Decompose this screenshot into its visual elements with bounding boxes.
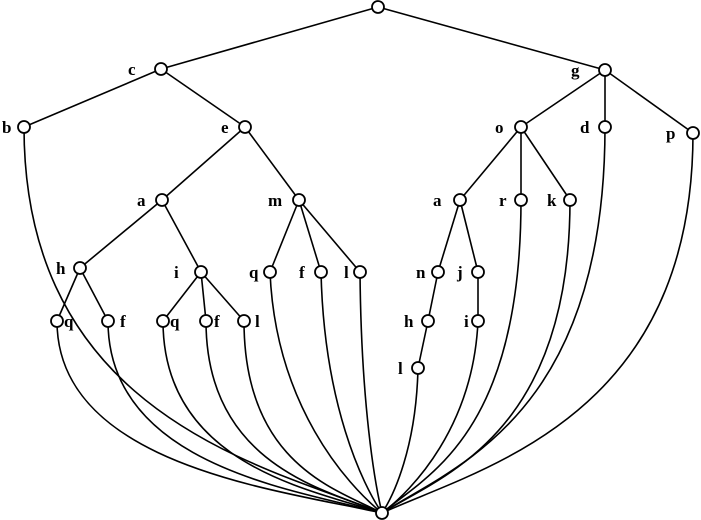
node-q2 xyxy=(156,314,170,328)
label-a1: a xyxy=(137,191,146,210)
edge-e-a1 xyxy=(161,126,246,201)
edge-i1-l1 xyxy=(200,271,245,322)
label-p: p xyxy=(666,124,675,143)
node-q3 xyxy=(263,265,277,279)
node-f2 xyxy=(199,314,213,328)
edge-r-bottom xyxy=(381,199,522,514)
label-q1: q xyxy=(64,312,74,331)
edge-a1-h1 xyxy=(79,199,163,269)
label-i1: i xyxy=(174,263,179,282)
edge-g-o xyxy=(520,69,606,128)
edge-l2-bottom xyxy=(359,271,383,514)
edge-f2-bottom xyxy=(205,320,383,514)
label-r: r xyxy=(499,191,507,210)
label-i2: i xyxy=(464,312,469,331)
label-j: j xyxy=(456,263,463,282)
node-c xyxy=(154,62,168,76)
label-n: n xyxy=(416,263,426,282)
node-m xyxy=(292,193,306,207)
node-h1 xyxy=(73,261,87,275)
node-h2 xyxy=(421,314,435,328)
node-root xyxy=(371,0,385,14)
edge-d-bottom xyxy=(381,126,606,514)
edge-f3-bottom xyxy=(320,271,383,514)
label-l1: l xyxy=(255,312,260,331)
node-e xyxy=(238,120,252,134)
edge-o-k xyxy=(520,126,571,201)
labels: c b e a m h i q f q f l q f l g o d p a r k n j h i l xyxy=(2,60,675,378)
edge-h1-f1 xyxy=(79,267,109,322)
edge-g-p xyxy=(604,69,694,134)
node-l1 xyxy=(237,314,251,328)
node-a2 xyxy=(453,193,467,207)
node-i1 xyxy=(194,265,208,279)
label-l2: l xyxy=(344,263,349,282)
label-b: b xyxy=(2,118,11,137)
node-g xyxy=(598,63,612,77)
edge-e-m xyxy=(244,126,300,201)
node-bottom xyxy=(375,506,389,520)
edge-a1-i1 xyxy=(161,199,202,273)
label-k: k xyxy=(547,191,557,210)
edge-m-f3 xyxy=(298,199,322,273)
edge-p-bottom xyxy=(381,132,694,514)
edge-q3-bottom xyxy=(269,271,383,514)
edge-i1-f2 xyxy=(200,271,207,322)
edge-a2-n xyxy=(437,199,461,273)
label-g: g xyxy=(571,61,580,80)
label-l3: l xyxy=(398,359,403,378)
edge-m-l2 xyxy=(298,199,361,273)
label-f1: f xyxy=(120,312,126,331)
label-h1: h xyxy=(56,259,66,278)
label-m: m xyxy=(268,191,282,210)
node-d xyxy=(598,120,612,134)
edge-h2-l3 xyxy=(417,320,429,369)
edge-k-bottom xyxy=(381,199,571,514)
label-c: c xyxy=(128,60,136,79)
edge-q2-bottom xyxy=(162,320,383,514)
node-b xyxy=(17,120,31,134)
edge-root-g xyxy=(377,6,606,71)
node-p xyxy=(686,126,700,140)
label-d: d xyxy=(580,118,590,137)
label-q2: q xyxy=(170,312,180,331)
node-q1 xyxy=(50,314,64,328)
node-a1 xyxy=(155,193,169,207)
edge-root-c xyxy=(160,6,379,70)
edge-l3-bottom xyxy=(381,367,419,514)
node-f3 xyxy=(314,265,328,279)
edge-h1-q1 xyxy=(56,267,81,322)
edge-n-h2 xyxy=(427,271,439,322)
edge-f1-bottom xyxy=(107,320,383,514)
label-f3: f xyxy=(299,263,305,282)
edge-q1-bottom xyxy=(56,320,383,514)
node-l3 xyxy=(411,361,425,375)
node-l2 xyxy=(353,265,367,279)
label-f2: f xyxy=(214,312,220,331)
label-h2: h xyxy=(404,312,414,331)
edge-a2-j xyxy=(459,199,479,273)
node-o xyxy=(514,120,528,134)
edge-o-a2 xyxy=(459,126,522,201)
node-n xyxy=(431,265,445,279)
edges xyxy=(23,6,694,514)
node-r xyxy=(514,193,528,207)
nodes xyxy=(17,0,700,520)
node-i2 xyxy=(471,314,485,328)
node-j xyxy=(471,265,485,279)
label-q3: q xyxy=(249,263,259,282)
edge-c-b xyxy=(23,68,162,128)
edge-i1-q2 xyxy=(162,271,202,322)
label-e: e xyxy=(221,118,229,137)
node-k xyxy=(563,193,577,207)
node-f1 xyxy=(101,314,115,328)
edge-m-q3 xyxy=(269,199,300,273)
edge-l1-bottom xyxy=(243,320,383,514)
edge-c-e xyxy=(160,68,246,128)
label-o: o xyxy=(495,118,504,137)
label-a2: a xyxy=(433,191,442,210)
